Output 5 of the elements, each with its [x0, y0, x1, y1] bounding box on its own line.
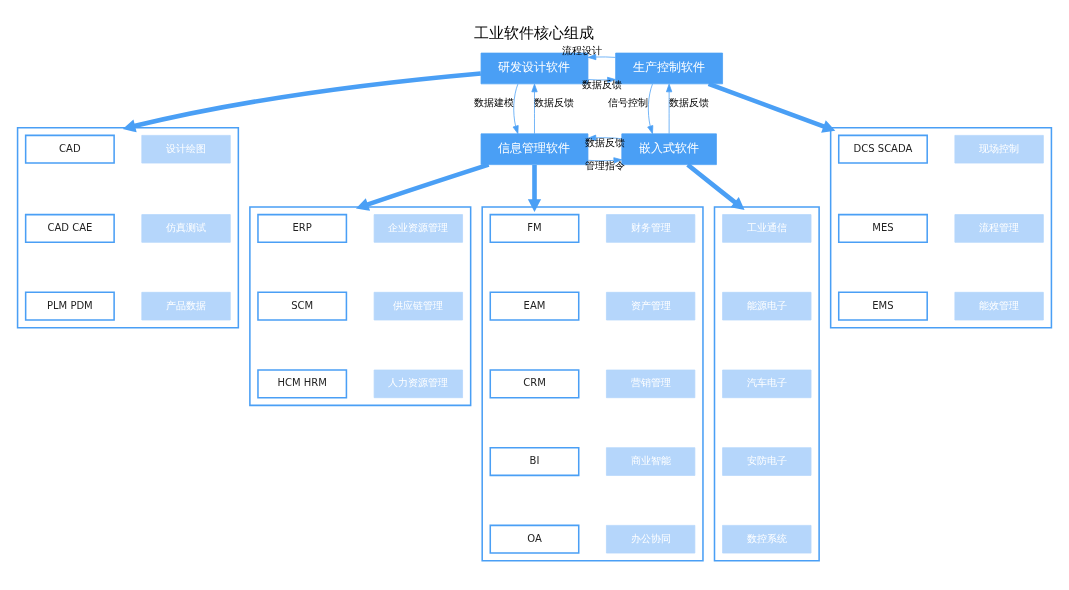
- diagram-title: 工业软件核心组成: [474, 24, 595, 43]
- edge-label: 数据反馈: [669, 97, 710, 109]
- edge-label: 信号控制: [608, 97, 649, 109]
- edge-label: 数据反馈: [534, 97, 575, 109]
- edge-label: 数据建模: [473, 97, 514, 109]
